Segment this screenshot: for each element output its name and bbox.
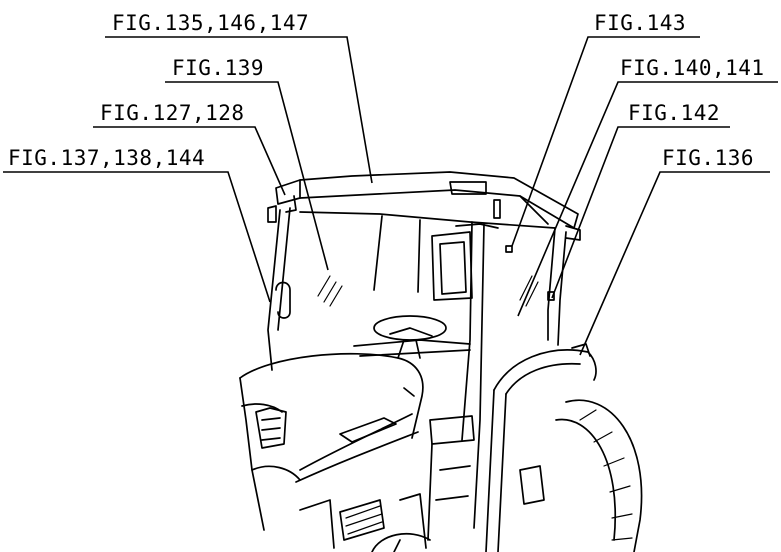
door-handle [275, 281, 291, 319]
leader-line-fig-135-146-147 [105, 36, 373, 184]
cab-roof [267, 171, 581, 241]
leader-line-fig-143 [511, 36, 700, 247]
windshield-glare [317, 275, 539, 307]
callout-label-fig-137-138-144: FIG.137,138,144 [8, 146, 205, 170]
callout-label-fig-139: FIG.139 [172, 56, 264, 80]
callout-label-fig-140-141: FIG.140,141 [620, 56, 765, 80]
front-wheel [371, 532, 431, 552]
side-mirror [431, 223, 499, 301]
leader-line-fig-137-138-144 [3, 171, 271, 303]
rear-fender [485, 343, 597, 552]
cab-step [427, 415, 475, 541]
leader-line-fig-139 [165, 81, 329, 271]
callout-label-fig-127-128: FIG.127,128 [100, 101, 245, 125]
callout-label-fig-136: FIG.136 [662, 146, 754, 170]
callout-label-fig-143: FIG.143 [594, 11, 686, 35]
steering-wheel [373, 315, 447, 359]
leader-line-fig-127-128 [93, 126, 286, 196]
rear-tire [519, 399, 643, 552]
leader-line-fig-142 [551, 126, 730, 299]
rear-bracket [547, 291, 555, 301]
lower-grille [299, 493, 427, 549]
leader-line-fig-136 [579, 171, 770, 356]
cab-frame [267, 207, 567, 529]
leader-line-fig-140-141 [517, 81, 778, 317]
callout-label-fig-142: FIG.142 [628, 101, 720, 125]
interior-lamp [505, 245, 513, 253]
hood [239, 352, 424, 531]
tractor-drawing [239, 171, 643, 552]
callout-label-fig-135-146-147: FIG.135,146,147 [112, 11, 309, 35]
